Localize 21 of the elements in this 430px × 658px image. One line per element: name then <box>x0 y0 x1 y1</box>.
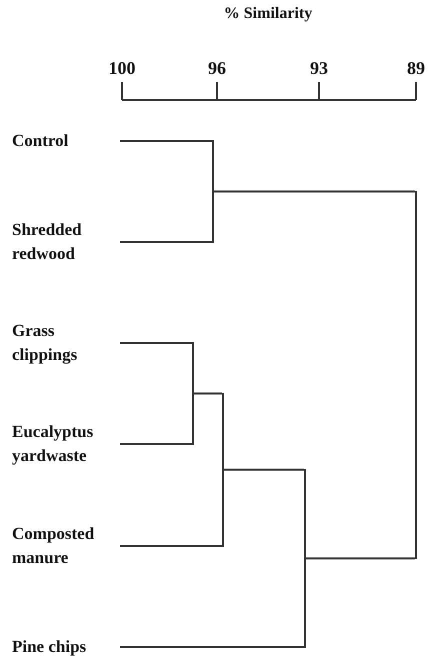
leaf-label: Composted manure <box>12 516 120 576</box>
leaf-label: Control <box>12 111 120 171</box>
dendrogram-branch <box>214 190 415 192</box>
leaf-label: Pine chips <box>12 617 120 658</box>
leaf-label: Shredded redwood <box>12 212 120 272</box>
leaf-label: Eucalyptus yardwaste <box>12 414 120 474</box>
dendrogram-branch <box>120 241 212 243</box>
dendrogram-branch <box>120 140 212 142</box>
tick-label: 89 <box>407 58 425 79</box>
axis-title: % Similarity <box>224 5 312 23</box>
dendrogram-branch <box>306 557 415 560</box>
dendrogram-branch <box>194 392 222 394</box>
tick-label: 100 <box>108 58 136 79</box>
tick-label: 96 <box>208 58 226 79</box>
tick-label: 93 <box>310 58 328 79</box>
dendrogram-branch <box>120 545 222 547</box>
dendrogram-branch <box>120 646 304 648</box>
dendrogram-branch <box>120 443 192 445</box>
dendrogram-branch <box>224 468 304 471</box>
dendrogram-branch <box>120 342 192 344</box>
leaf-label: Grass clippings <box>12 313 120 373</box>
